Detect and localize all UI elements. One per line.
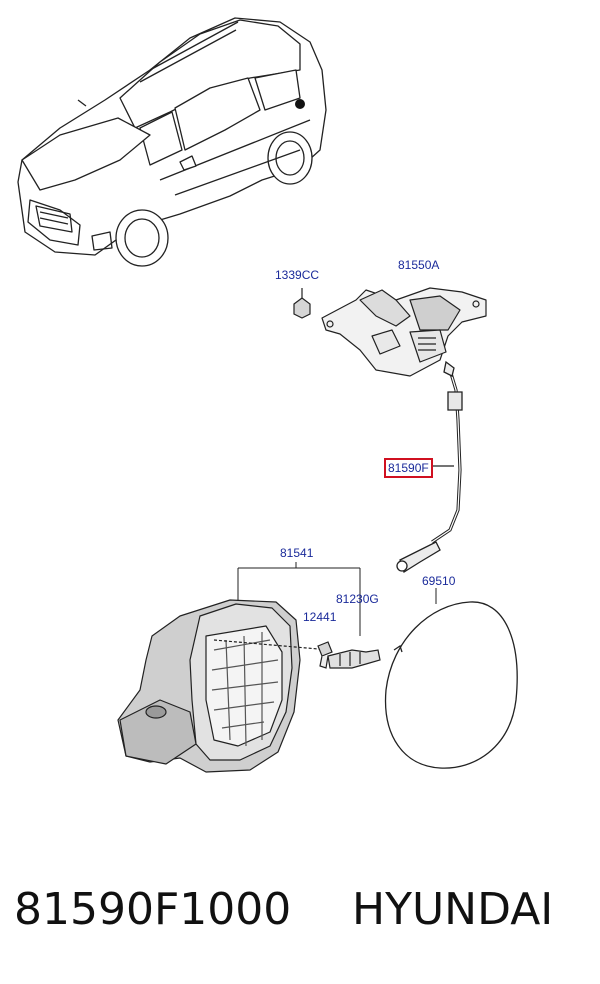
callout-actuator: 81550A (398, 258, 440, 272)
bumper-part (327, 649, 381, 669)
screw-part (317, 641, 333, 669)
fuel-door (384, 601, 518, 769)
callout-cable[interactable]: 81590F (384, 458, 433, 478)
fuel-door-actuator (321, 287, 487, 377)
fuel-filler-housing (117, 599, 331, 773)
fuel-filler-cable (396, 360, 463, 573)
callout-nut: 1339CC (275, 268, 320, 282)
callout-door: 69510 (422, 574, 456, 588)
parts-diagram (17, 17, 518, 773)
part-number: 81590F1000 (14, 884, 292, 935)
brand-name: HYUNDAI (352, 884, 554, 935)
caption: 81590F1000 HYUNDAI (0, 880, 600, 950)
housing-leader-lines (237, 562, 437, 650)
vehicle-illustration (17, 17, 327, 267)
nut-part (293, 288, 311, 319)
callout-bumper: 81230G (336, 592, 379, 606)
callout-housing: 81541 (280, 546, 314, 560)
callout-screw: 12441 (303, 610, 337, 624)
